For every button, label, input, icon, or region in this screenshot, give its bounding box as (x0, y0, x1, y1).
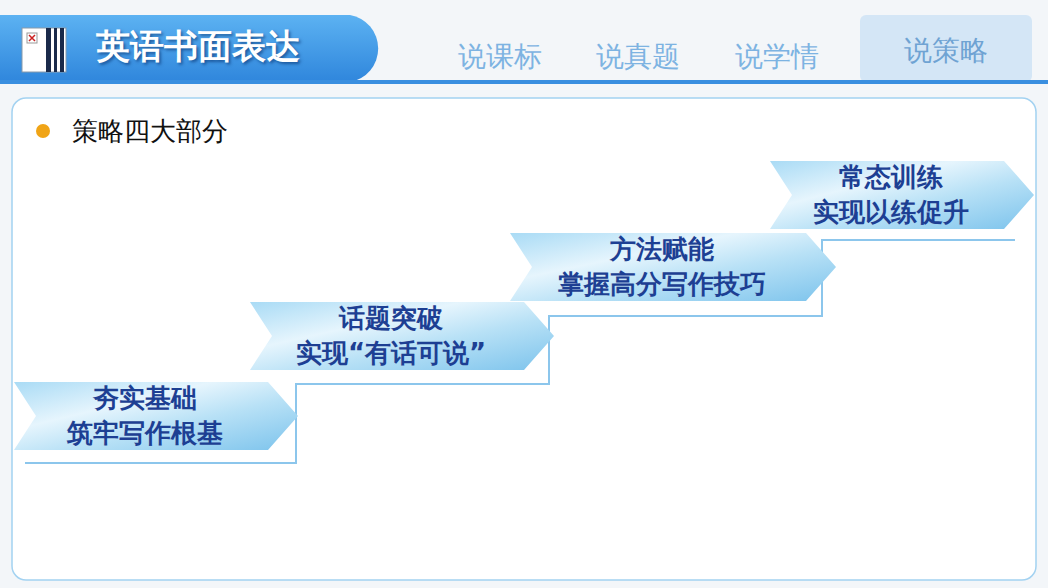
nav-tab: 说学情 (735, 39, 819, 75)
step-heading: 夯实基础 (93, 381, 197, 416)
section-heading: 策略四大部分 (72, 113, 228, 149)
nav-tab: 说课标 (458, 39, 542, 75)
step-heading: 方法赋能 (610, 232, 714, 267)
nav-tab: 说真题 (596, 39, 680, 75)
nav-tab-active: 说策略 (904, 33, 988, 69)
banner-fill (770, 161, 1034, 229)
banner-fill (14, 382, 298, 450)
header-rule (0, 80, 1048, 84)
content-panel (12, 98, 1036, 580)
header-icon (22, 28, 66, 72)
step-banner: 夯实基础筑牢写作根基 (14, 382, 298, 450)
title-tab (0, 15, 378, 82)
step-banner: 话题突破实现“有话可说” (250, 302, 554, 370)
step-subtitle: 实现以练促升 (813, 195, 969, 230)
bullet-dot (36, 124, 50, 138)
step-subtitle: 掌握高分写作技巧 (558, 267, 766, 302)
active-tab-bg (860, 15, 1032, 82)
step-subtitle: 实现“有话可说” (296, 336, 486, 371)
banner-fill (510, 233, 836, 301)
step-banner: 方法赋能掌握高分写作技巧 (510, 233, 836, 301)
slide-title: 英语书面表达 (96, 24, 300, 68)
stair-line (25, 240, 1015, 463)
step-heading: 话题突破 (339, 301, 443, 336)
step-subtitle: 筑牢写作根基 (67, 416, 223, 451)
step-heading: 常态训练 (839, 160, 943, 195)
banner-fill (250, 302, 554, 370)
step-banner: 常态训练实现以练促升 (770, 161, 1034, 229)
